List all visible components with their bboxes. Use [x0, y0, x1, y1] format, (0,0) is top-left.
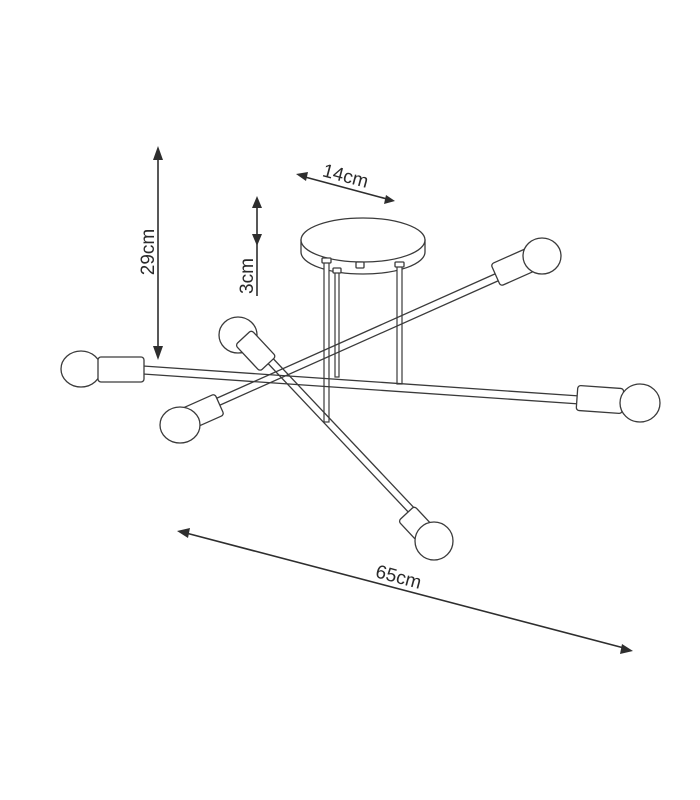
dimension-label-3cm: 3cm [237, 258, 258, 294]
dimension-rod-gap: 3cm [237, 196, 262, 296]
bulb-right [575, 383, 661, 423]
arm-horizontal [142, 365, 581, 405]
bulb-upper-left [218, 316, 276, 371]
bulb-left [60, 350, 145, 388]
lamp-illustration [60, 217, 661, 561]
bulb-bottom [398, 506, 454, 561]
dimension-span: 65cm [177, 528, 633, 654]
arm-diagonal-falling [259, 350, 419, 517]
ceiling-canopy [300, 217, 426, 275]
arm-diagonal-rising [214, 272, 501, 407]
bulb-lower-left [159, 394, 224, 444]
dimension-width-top: 14cm [296, 161, 395, 204]
suspension-rods [321, 257, 405, 423]
bulb-upper-right [491, 237, 562, 286]
dimension-label-29cm: 29cm [138, 229, 159, 275]
dimension-height-total: 29cm [138, 146, 163, 360]
